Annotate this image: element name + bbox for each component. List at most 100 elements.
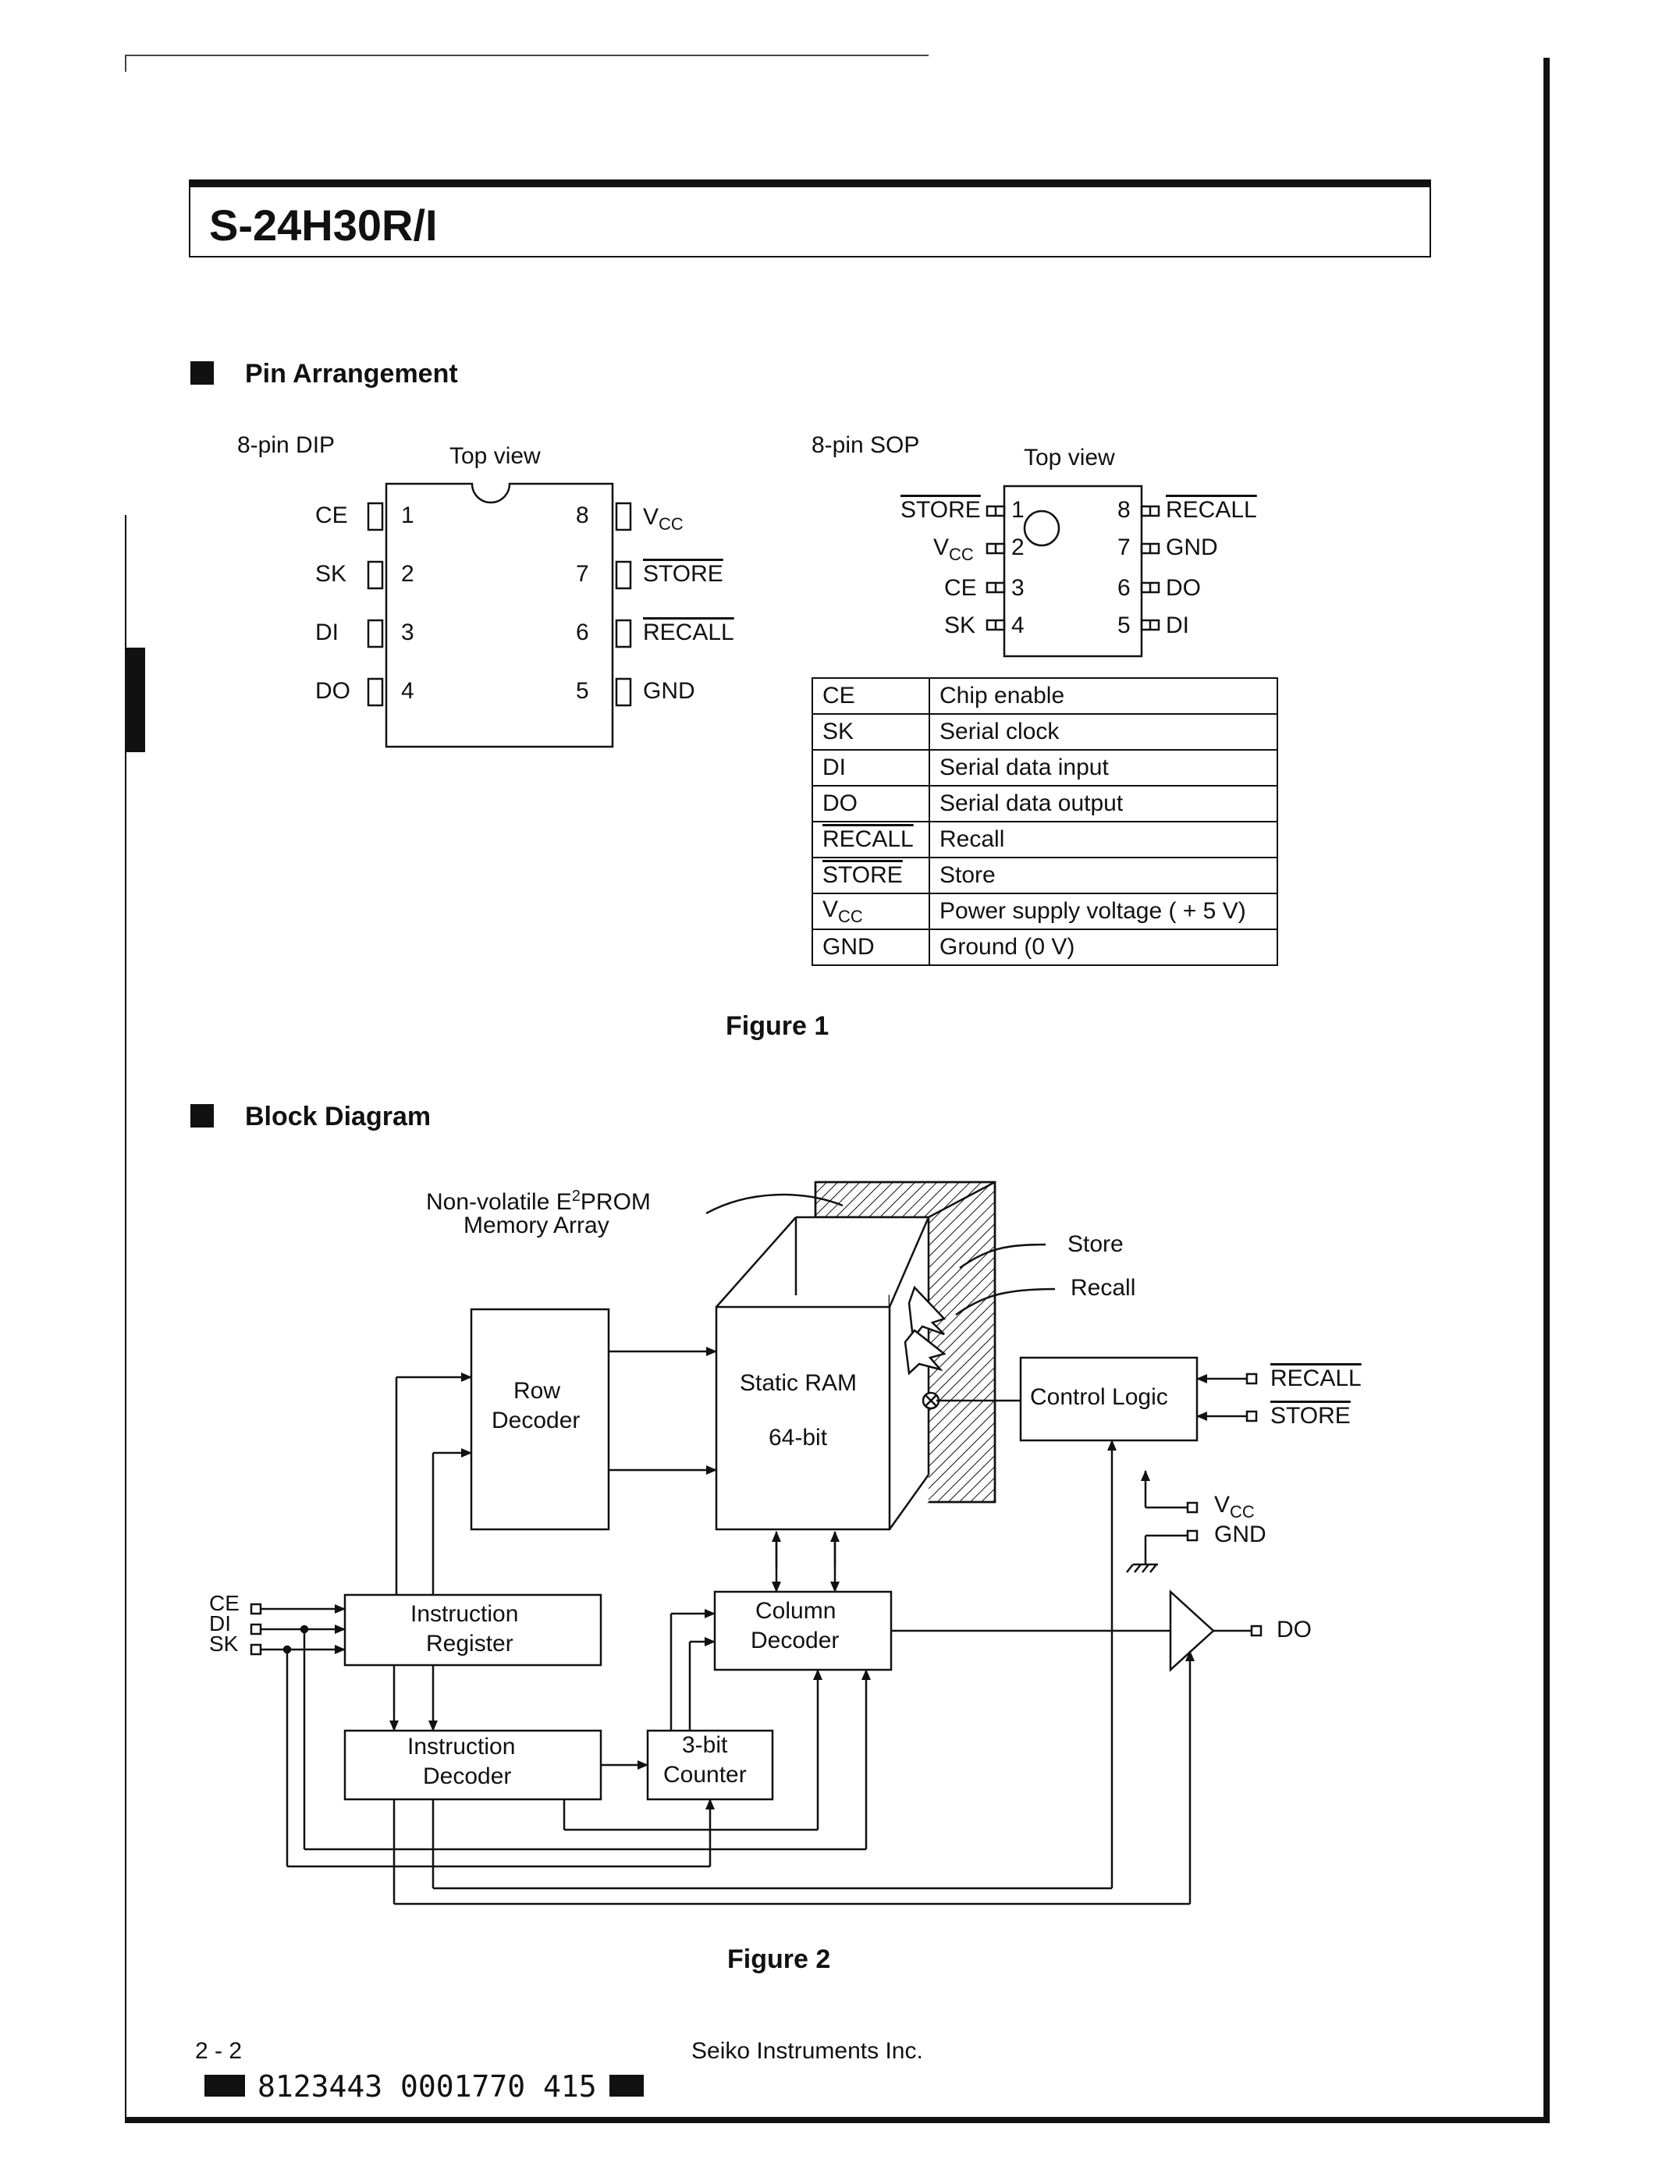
dip-pin-2 [367, 560, 384, 590]
sop-pin-num-7: 7 [1117, 534, 1131, 560]
store-pin-label: STORE [1270, 1403, 1351, 1429]
instruction-register-label-2: Register [426, 1631, 513, 1657]
block-diagram-heading: Block Diagram [190, 1102, 431, 1132]
sop-view-label: Top view [1024, 445, 1115, 471]
dip-pin-1 [367, 502, 384, 531]
sop-pin-num-8: 8 [1117, 497, 1131, 523]
page-frame-top [125, 55, 929, 56]
pin-arrangement-heading: Pin Arrangement [190, 359, 458, 389]
row-decoder-label: Row [513, 1378, 561, 1404]
dip-label: 8-pin DIP [237, 432, 336, 458]
dip-pin-name-3: DI [315, 620, 339, 645]
gnd-pin-label: GND [1214, 1522, 1266, 1547]
section-thumb-tab [125, 648, 145, 752]
barcode-block-icon [204, 2075, 245, 2097]
sop-pin-name-4: SK [944, 613, 976, 638]
output-buffer-icon [1169, 1589, 1215, 1672]
bullet-square-icon [190, 361, 214, 385]
dip-pin-6 [615, 619, 632, 648]
sop-pin-name-7: GND [1166, 534, 1218, 560]
page-frame-left [125, 515, 126, 2122]
dip-pin-name-7: STORE [643, 561, 723, 587]
do-pin-label: DO [1277, 1617, 1312, 1642]
sop-pin-name-5: DI [1166, 613, 1189, 638]
dip-pin-num-6: 6 [576, 620, 589, 645]
recall-arrow-icon [904, 1329, 947, 1376]
sop-pin-name-1: STORE [900, 497, 981, 523]
dip-pin-num-8: 8 [576, 502, 589, 528]
recall-leader-line [955, 1287, 1056, 1316]
dip-pin-num-4: 4 [401, 678, 414, 704]
store-label: Store [1067, 1231, 1124, 1257]
control-logic-label: Control Logic [1030, 1384, 1168, 1410]
dip-pin-name-1: CE [315, 502, 348, 528]
barcode-line: 8123443 0001770 415 [204, 2069, 644, 2104]
dip-pin-name-2: SK [315, 561, 347, 587]
sop-pin-name-6: DO [1166, 575, 1201, 601]
di-pin-label: DI [209, 1611, 231, 1635]
row-decoder-label-2: Decoder [492, 1408, 581, 1433]
page-frame-corner [125, 55, 126, 72]
dip-pin-7 [615, 560, 632, 590]
instruction-decoder-label: Instruction [407, 1734, 516, 1760]
dip-pin-num-7: 7 [576, 561, 589, 587]
sop-pin-num-6: 6 [1117, 575, 1131, 601]
static-ram-label: Static RAM [740, 1370, 858, 1396]
dip-view-label: Top view [449, 443, 541, 469]
page-title: S-24H30R/I [209, 201, 438, 250]
dip-pin-name-4: DO [315, 678, 350, 704]
sop-package-diagram [986, 485, 1160, 658]
dip-pin-num-3: 3 [401, 620, 414, 645]
column-decoder-label: Column [755, 1598, 836, 1624]
figure-2-caption: Figure 2 [727, 1944, 831, 1974]
bullet-square-icon [190, 1104, 214, 1128]
dip-pin-num-5: 5 [576, 678, 589, 704]
dip-body [385, 482, 614, 748]
sop-label: 8-pin SOP [812, 432, 920, 458]
title-box: S-24H30R/I [189, 179, 1431, 257]
dip-pin-name-5: GND [643, 678, 695, 704]
memory-array-label-2: Memory Array [464, 1213, 609, 1238]
figure-1-caption: Figure 1 [726, 1011, 829, 1041]
sop-pin-num-4: 4 [1011, 613, 1025, 638]
dip-pin-name-6: RECALL [643, 620, 734, 645]
recall-pin-label: RECALL [1270, 1365, 1362, 1391]
sop-pin-name-3: CE [944, 575, 977, 601]
dip-pin-num-1: 1 [401, 502, 414, 528]
page-number: 2 - 2 [195, 2038, 243, 2064]
row-decoder-block [470, 1308, 610, 1531]
page-frame-bottom [125, 2117, 1550, 2123]
sk-pin-label: SK [209, 1632, 239, 1656]
company-name: Seiko Instruments Inc. [691, 2038, 923, 2064]
sop-pin-name-2: VCC [933, 534, 974, 564]
static-ram-block [715, 1305, 891, 1531]
memory-leader-line [705, 1193, 844, 1215]
dip-pin-3 [367, 619, 384, 648]
instruction-register-label: Instruction [410, 1601, 519, 1627]
static-ram-size-label: 64-bit [769, 1425, 828, 1451]
dip-package-diagram [367, 482, 632, 748]
sop-pin-num-1: 1 [1011, 497, 1025, 523]
ce-pin-label: CE [209, 1591, 240, 1615]
recall-label: Recall [1071, 1275, 1136, 1301]
counter-label: 3-bit [682, 1732, 728, 1758]
dip-pin-4 [367, 677, 384, 707]
store-arrow-icon [907, 1285, 947, 1341]
sop-body [1003, 485, 1143, 658]
dip-pin-5 [615, 677, 632, 707]
vcc-pin-label: VCC [1214, 1492, 1255, 1522]
memory-array-label: Non-volatile E2PROM [426, 1188, 651, 1215]
store-leader-line [959, 1243, 1046, 1270]
sop-pin-num-2: 2 [1011, 534, 1025, 560]
dip-pin-name-8: VCC [643, 504, 684, 534]
